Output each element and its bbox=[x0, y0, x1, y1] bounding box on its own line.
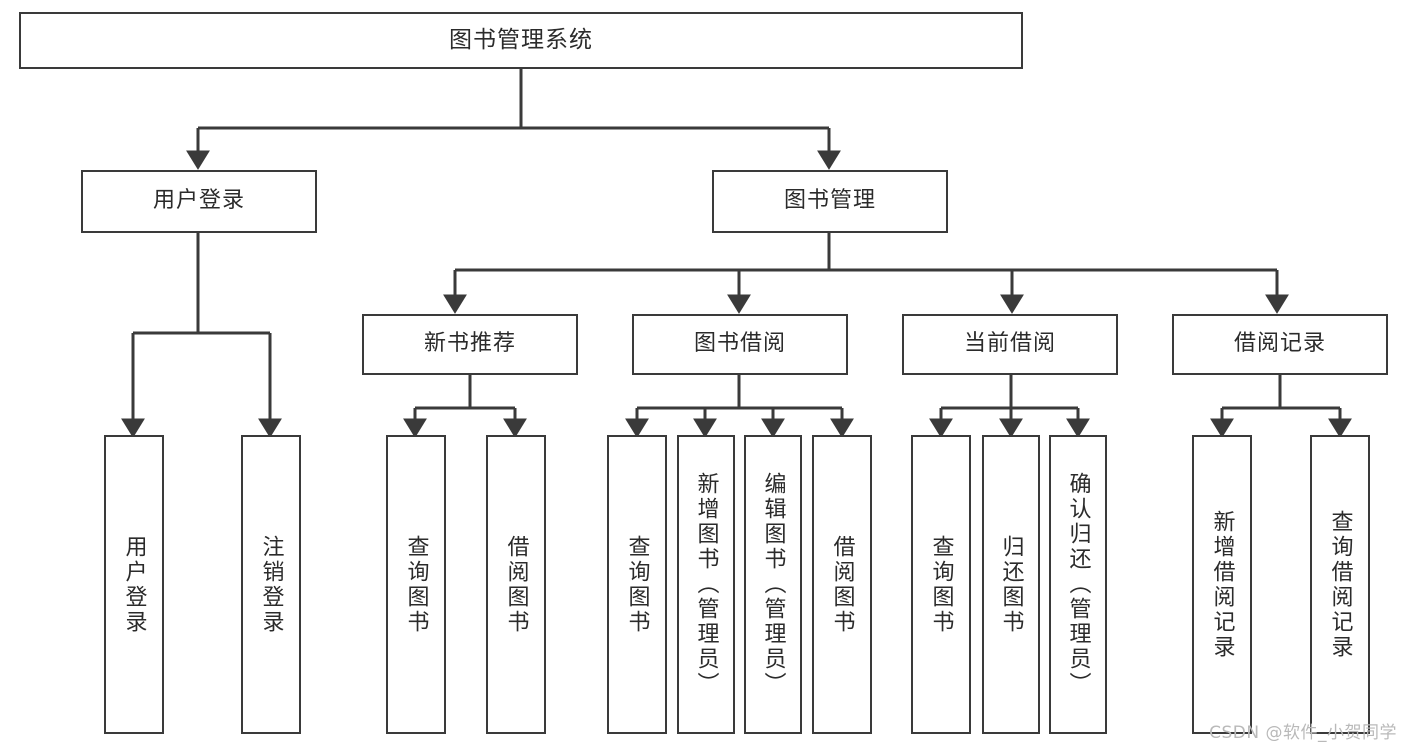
node-label: 当前借阅 bbox=[963, 331, 1056, 357]
node-label: 借阅图书 bbox=[503, 534, 529, 635]
node-label: 用户登录 bbox=[121, 534, 147, 635]
node-label: 图书管理系统 bbox=[449, 26, 593, 53]
node-new-book-recommend[interactable]: 新书推荐 bbox=[362, 314, 578, 375]
leaf-current-query-book[interactable]: 查询图书 bbox=[911, 435, 971, 734]
leaf-recommend-query-book[interactable]: 查询图书 bbox=[386, 435, 446, 734]
node-label: 图书借阅 bbox=[693, 331, 786, 357]
node-label: 新书推荐 bbox=[423, 331, 516, 357]
node-label: 用户登录 bbox=[152, 188, 245, 214]
watermark: CSDN @软件_小贺同学 bbox=[1209, 723, 1397, 743]
node-current-borrow[interactable]: 当前借阅 bbox=[902, 314, 1118, 375]
leaf-borrow-add-book-admin[interactable]: 新增图书（管理员） bbox=[677, 435, 735, 734]
node-label: 编辑图书（管理员） bbox=[760, 472, 786, 697]
node-label: 图书管理 bbox=[783, 188, 876, 214]
leaf-borrow-borrow-book[interactable]: 借阅图书 bbox=[812, 435, 872, 734]
leaf-current-confirm-return-admin[interactable]: 确认归还（管理员） bbox=[1049, 435, 1107, 734]
node-label: 新增借阅记录 bbox=[1209, 509, 1235, 660]
node-label: 归还图书 bbox=[998, 534, 1024, 635]
node-label: 查询图书 bbox=[624, 534, 650, 635]
node-label: 查询图书 bbox=[403, 534, 429, 635]
leaf-current-return-book[interactable]: 归还图书 bbox=[982, 435, 1040, 734]
leaf-user-login-logout[interactable]: 注销登录 bbox=[241, 435, 301, 734]
node-label: 借阅记录 bbox=[1233, 331, 1326, 357]
node-label: 新增图书（管理员） bbox=[693, 472, 719, 697]
node-book-borrow[interactable]: 图书借阅 bbox=[632, 314, 848, 375]
leaf-user-login-login[interactable]: 用户登录 bbox=[104, 435, 164, 734]
leaf-borrow-edit-book-admin[interactable]: 编辑图书（管理员） bbox=[744, 435, 802, 734]
node-label: 借阅图书 bbox=[829, 534, 855, 635]
node-label: 注销登录 bbox=[258, 534, 284, 635]
node-borrow-record[interactable]: 借阅记录 bbox=[1172, 314, 1388, 375]
node-book-management[interactable]: 图书管理 bbox=[712, 170, 948, 233]
node-label: 确认归还（管理员） bbox=[1065, 472, 1091, 697]
leaf-borrow-query-book[interactable]: 查询图书 bbox=[607, 435, 667, 734]
leaf-record-add-record[interactable]: 新增借阅记录 bbox=[1192, 435, 1252, 734]
leaf-recommend-borrow-book[interactable]: 借阅图书 bbox=[486, 435, 546, 734]
node-label: 查询借阅记录 bbox=[1327, 509, 1353, 660]
node-user-login[interactable]: 用户登录 bbox=[81, 170, 317, 233]
leaf-record-query-record[interactable]: 查询借阅记录 bbox=[1310, 435, 1370, 734]
node-root-system[interactable]: 图书管理系统 bbox=[19, 12, 1023, 69]
node-label: 查询图书 bbox=[928, 534, 954, 635]
